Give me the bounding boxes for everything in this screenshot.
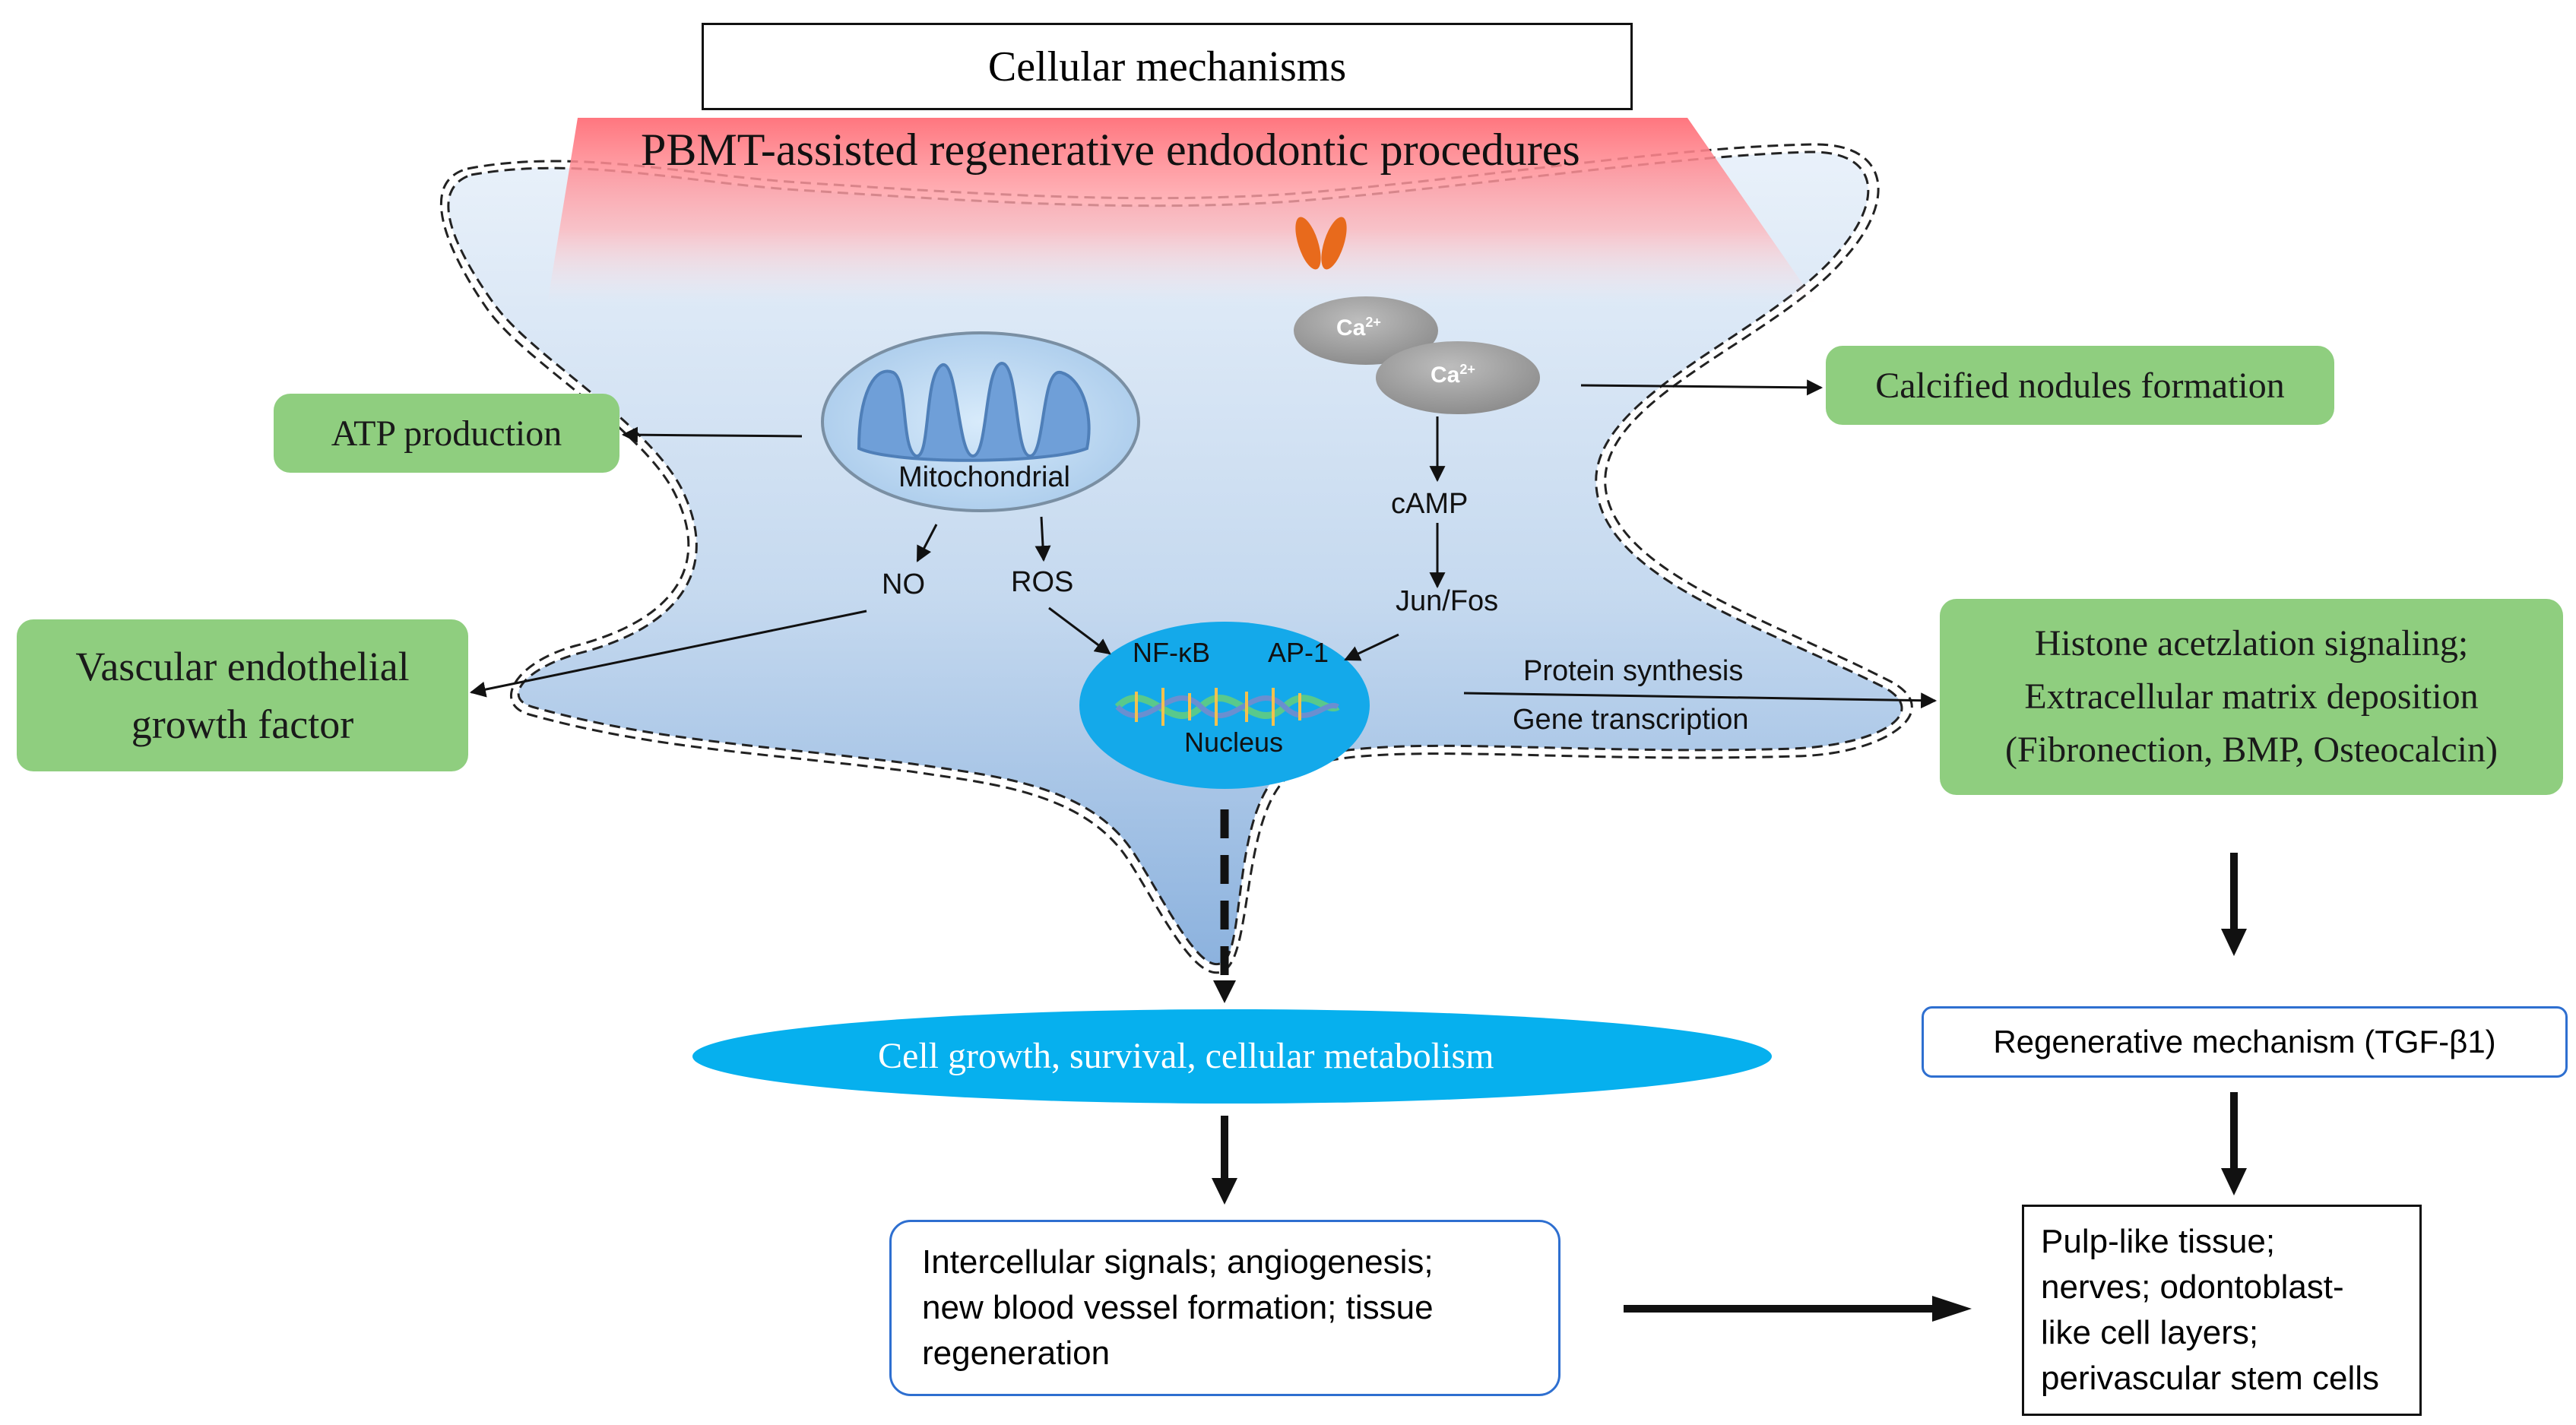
page-title: Cellular mechanisms xyxy=(987,43,1347,90)
arrow-to-ros xyxy=(1035,516,1051,562)
mitochondrion-label: Mitochondrial xyxy=(898,461,1070,493)
calcium-ion-icon xyxy=(1294,296,1540,414)
arrow-to-histone xyxy=(1463,692,1938,709)
arrow-to-vegf xyxy=(469,610,867,698)
pulp-like-tissue-box: Pulp-like tissue; nerves; odontoblast- l… xyxy=(2022,1205,2422,1416)
arrow-ros-to-nucleus xyxy=(1048,606,1111,655)
histone-signaling-box: Histone acetzlation signaling; Extracell… xyxy=(1940,599,2563,795)
arrow-to-calcified xyxy=(1580,379,1823,396)
arrow-to-no xyxy=(916,524,938,562)
jun-fos-label: Jun/Fos xyxy=(1396,585,1499,617)
cell-growth-label: Cell growth, survival, cellular metaboli… xyxy=(878,1036,1494,1076)
arrow-junfos-to-nucleus xyxy=(1344,633,1399,661)
regenerative-mechanism-box: Regenerative mechanism (TGF-β1) xyxy=(1922,1006,2568,1078)
subtitle: PBMT-assisted regenerative endodontic pr… xyxy=(641,125,1580,175)
ros-label: ROS xyxy=(1011,566,1074,598)
no-label: NO xyxy=(882,568,925,600)
nfkb-label: NF-κB xyxy=(1133,637,1210,668)
calcified-nodules-box: Calcified nodules formation xyxy=(1826,346,2334,425)
arrow-to-atp xyxy=(621,426,803,443)
nucleus-label: Nucleus xyxy=(1184,727,1284,758)
nucleus-shape xyxy=(1079,622,1370,789)
vegf-box: Vascular endothelial growth factor xyxy=(17,619,468,771)
atp-production-box: ATP production xyxy=(274,394,619,473)
gene-transcription-label: Gene transcription xyxy=(1513,704,1749,736)
calcium-label-1: Ca2+ xyxy=(1336,315,1381,340)
ap1-label: AP-1 xyxy=(1268,637,1329,668)
laser-beam xyxy=(547,118,1817,304)
protein-synthesis-label: Protein synthesis xyxy=(1523,655,1744,687)
camp-label: cAMP xyxy=(1391,488,1469,520)
receptor-icon xyxy=(1295,217,1347,270)
calcium-label-2: Ca2+ xyxy=(1431,362,1475,388)
cell-growth-ellipse xyxy=(692,1009,1772,1104)
intercellular-signals-box: Intercellular signals; angiogenesis; new… xyxy=(889,1220,1560,1396)
title-box: Cellular mechanisms xyxy=(702,23,1633,110)
mitochondrion-icon xyxy=(821,331,1140,512)
